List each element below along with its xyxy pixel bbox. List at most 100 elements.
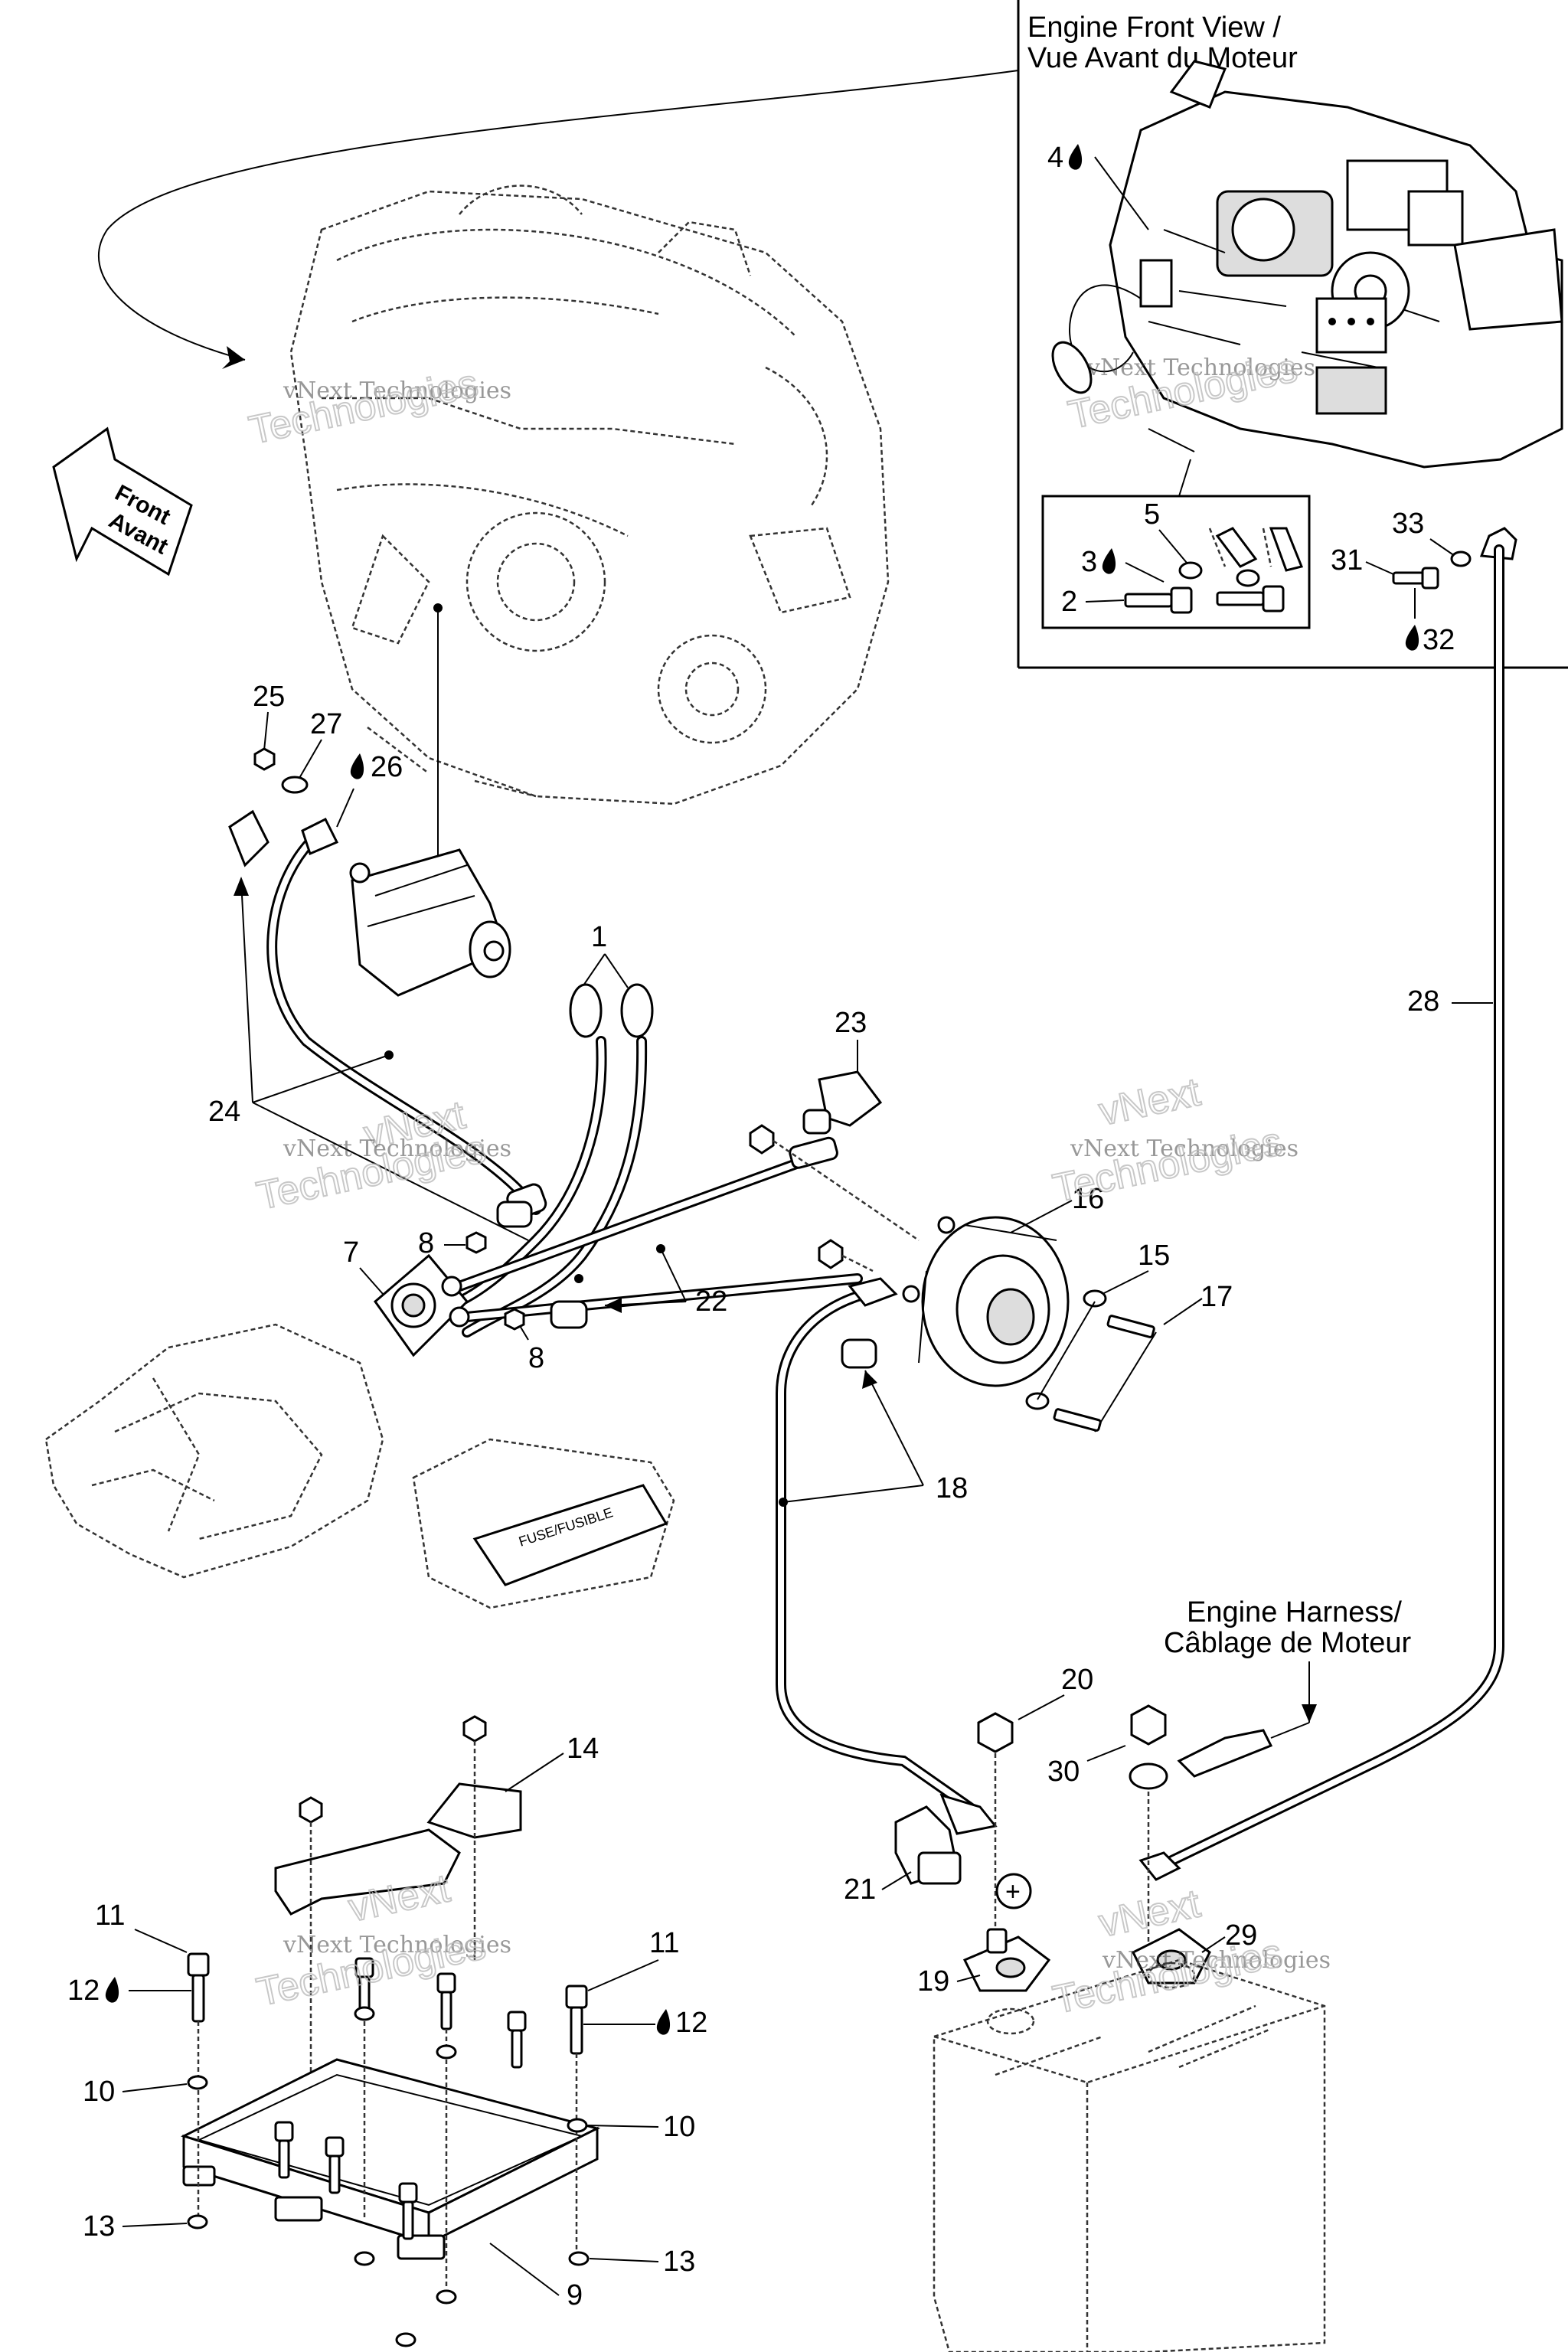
callout-18: 18	[936, 1472, 968, 1504]
callout-19: 19	[917, 1965, 949, 1998]
bolt-11-left	[187, 1952, 210, 2023]
nut-20	[977, 1712, 1014, 1753]
callout-33: 33	[1392, 508, 1424, 540]
cables-22	[454, 1036, 863, 1338]
washer-10b	[567, 2118, 588, 2133]
washer-5b	[1236, 569, 1260, 587]
watermark-outline-d2: Technologies	[1049, 1119, 1285, 1211]
callout-1: 1	[591, 921, 607, 953]
positive-clamp-19	[962, 1928, 1051, 1992]
starter-motor	[349, 848, 511, 997]
callout-23: 23	[835, 1007, 867, 1039]
callout-32: 32	[1423, 624, 1455, 656]
bolt-31	[1392, 567, 1439, 590]
washer-15b	[1025, 1392, 1050, 1410]
callout-8a: 8	[418, 1227, 434, 1259]
loctite-drop-icon	[1068, 144, 1083, 170]
washer-tray-e	[395, 2332, 416, 2347]
callout-26: 26	[371, 751, 403, 783]
harness-label-line2: Câblage de Moteur	[1164, 1627, 1412, 1659]
washer-13a	[187, 2214, 208, 2230]
watermark-text-f: vNext Technologies	[1102, 1947, 1331, 1974]
nut-8a	[466, 1231, 487, 1254]
callout-13b: 13	[663, 2246, 695, 2278]
engine-front-drawing	[1051, 60, 1563, 469]
watermark-text-b: vNext Technologies	[1086, 354, 1315, 381]
front-direction-arrow: Front Avant	[52, 426, 193, 577]
electrical-box-bracket	[44, 1323, 384, 1579]
washer-33	[1450, 550, 1472, 567]
callout-17: 17	[1200, 1281, 1233, 1313]
cable-28-terminal-top	[1479, 527, 1517, 560]
harness-label-line1: Engine Harness/	[1187, 1596, 1402, 1628]
battery	[933, 1958, 1326, 2352]
relay-16	[902, 1216, 1070, 1387]
callout-2: 2	[1061, 586, 1077, 618]
callout-7: 7	[343, 1236, 359, 1269]
positive-symbol	[995, 1873, 1032, 1909]
callout-28: 28	[1407, 985, 1439, 1018]
nut-small-a	[749, 1124, 775, 1155]
callout-24: 24	[208, 1096, 240, 1128]
inset-title-line1: Engine Front View /	[1027, 11, 1281, 44]
cable-24	[228, 809, 547, 1220]
terminal-cap-18	[841, 1338, 877, 1369]
washer-13b	[568, 2251, 590, 2266]
cable-clamp-1a	[569, 983, 603, 1038]
loctite-drop-icon-12b	[656, 2009, 671, 2035]
callout-31: 31	[1331, 544, 1363, 577]
callout-3: 3	[1081, 546, 1097, 578]
terminal-cap	[496, 1200, 533, 1228]
callout-22: 22	[695, 1285, 727, 1318]
nut-small-b	[818, 1239, 844, 1269]
loctite-drop-icon-12a	[105, 1977, 119, 2003]
battery-tray-9	[181, 2058, 601, 2260]
cable-18	[776, 1277, 998, 1835]
fuse-holder: FUSE/FUSIBLE	[412, 1438, 675, 1609]
harness-ring-terminal	[1129, 1762, 1168, 1790]
inset-title-line2: Vue Avant du Moteur	[1027, 42, 1298, 74]
callout-25: 25	[253, 681, 285, 713]
callout-30: 30	[1047, 1756, 1080, 1788]
engine-front-view-inset: Engine Front View / Vue Avant du Moteur	[1017, 0, 1568, 669]
callout-27: 27	[310, 708, 342, 740]
bolt-11-right	[565, 1984, 588, 2055]
callout-11a: 11	[95, 1900, 125, 1932]
washer-10a	[187, 2075, 208, 2090]
loctite-drop-icon-26	[350, 753, 364, 779]
callout-10a: 10	[83, 2076, 115, 2108]
cable-clamp-1b	[620, 983, 654, 1038]
nut-14b	[299, 1796, 323, 1824]
watermark-text-e: vNext Technologies	[283, 1932, 511, 1958]
washer-5	[1178, 561, 1203, 580]
nut-30	[1130, 1704, 1167, 1746]
callout-8b: 8	[528, 1342, 544, 1374]
washer-tray-b	[436, 2044, 457, 2060]
loctite-drop-icon-3	[1102, 548, 1116, 574]
cable-28	[1138, 544, 1504, 1881]
bolt-2b	[1216, 585, 1285, 612]
callout-10b: 10	[663, 2111, 695, 2143]
callout-21: 21	[844, 1873, 876, 1906]
watermark-text-c: vNext Technologies	[283, 1135, 511, 1162]
engine-harness-ground	[1177, 1729, 1273, 1778]
watermark-outline-a: Technologies	[245, 361, 482, 453]
tray-bolts	[274, 1957, 527, 2240]
starter-solenoid-7	[373, 1253, 470, 1357]
hold-down-plate-14	[274, 1782, 522, 1916]
callout-15: 15	[1138, 1240, 1170, 1272]
nut-25	[253, 747, 276, 771]
loctite-drop-icon-32	[1405, 625, 1419, 651]
callout-5: 5	[1144, 498, 1160, 531]
callout-29: 29	[1225, 1919, 1257, 1952]
watermark-outline-d1: vNext	[1095, 1070, 1204, 1134]
watermark-text-d: vNext Technologies	[1070, 1135, 1298, 1162]
engine-outline-dashed	[289, 185, 890, 805]
washer-tray-d	[436, 2289, 457, 2305]
battery-positive-label: +	[1005, 1877, 1021, 1906]
callout-11b: 11	[649, 1927, 679, 1959]
callout-4: 4	[1047, 142, 1063, 174]
washer-15	[1083, 1289, 1107, 1308]
callout-14: 14	[567, 1733, 599, 1765]
washer-tray-c	[354, 2251, 375, 2266]
